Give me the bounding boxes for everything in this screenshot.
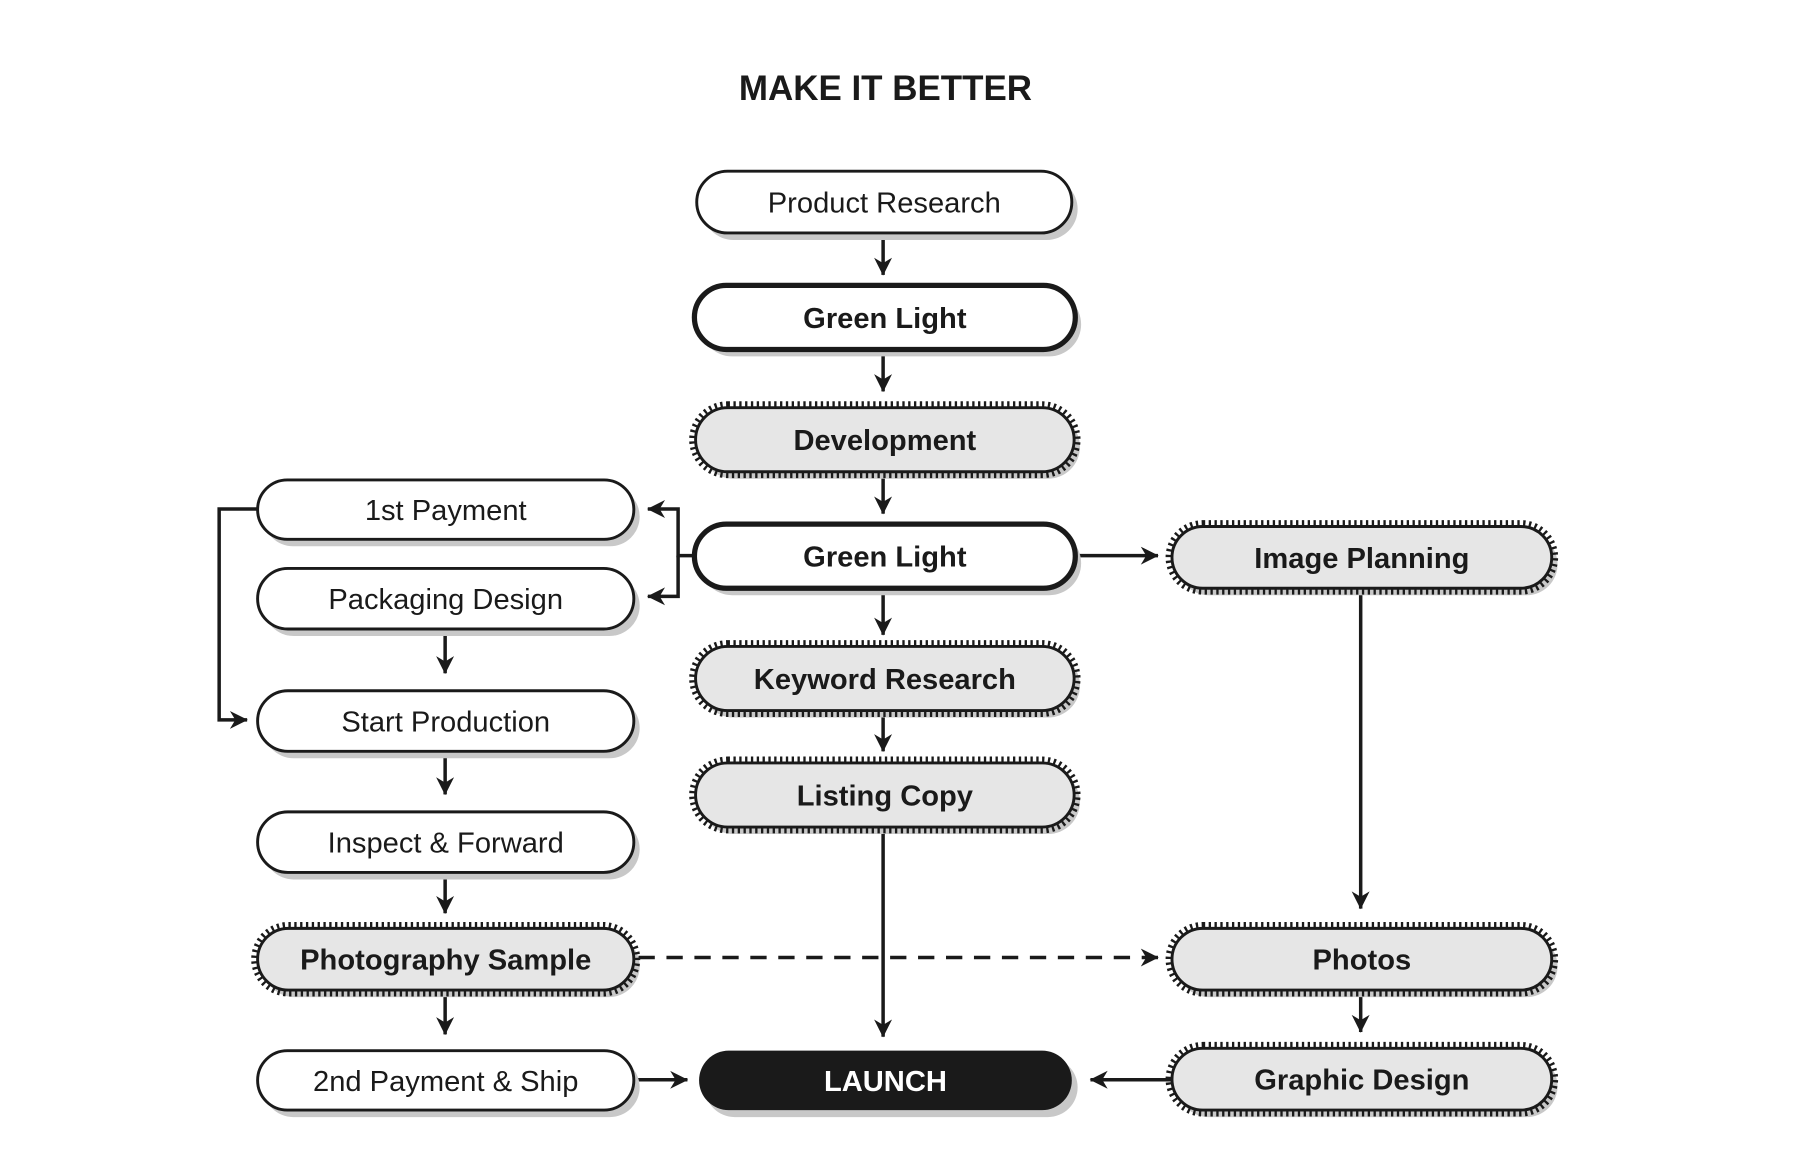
node-label: Keyword Research [754,664,1016,696]
node-keyword-research[interactable]: Keyword Research [689,640,1081,718]
arrow-green-light-to-first-payment [647,500,695,558]
node-first-payment[interactable]: 1st Payment [256,478,640,547]
node-second-payment[interactable]: 2nd Payment & Ship [256,1049,640,1118]
node-box [691,282,1078,353]
node-label: Image Planning [1254,543,1469,575]
node-box [695,169,1074,235]
node-box [256,810,636,874]
node-green-light-1[interactable]: Green Light [691,282,1082,357]
node-inspect-forward[interactable]: Inspect & Forward [256,810,640,880]
node-box [256,926,636,992]
edges [217,232,1370,1089]
node-product-research[interactable]: Product Research [695,169,1078,240]
hatch-border [1165,1041,1559,1117]
node-packaging-design[interactable]: Packaging Design [256,566,640,636]
node-label: Start Production [341,707,550,739]
node-box [256,1049,636,1112]
node-box [694,761,1076,829]
node-label: Development [793,425,976,457]
node-label: Product Research [768,188,1001,220]
node-label: Packaging Design [328,584,563,616]
node-box [256,689,636,753]
node-label: Inspect & Forward [328,828,564,860]
node-label: Photography Sample [300,945,591,977]
hatch-border [689,756,1081,834]
node-label: Listing Copy [797,780,974,812]
hatch-border [689,401,1081,479]
hatch-border [689,640,1081,717]
arrow-green-light-to-packaging-design [647,555,680,606]
node-box [691,521,1078,591]
node-box [256,566,636,631]
node-box [256,478,636,541]
node-box [1170,525,1554,590]
node-start-production[interactable]: Start Production [256,689,640,759]
hatch-border [251,921,641,997]
node-photos[interactable]: Photos [1165,921,1559,998]
node-box [694,645,1076,712]
node-box [1170,926,1554,992]
node-box [694,406,1076,474]
node-label: LAUNCH [824,1066,947,1098]
node-photography-sample[interactable]: Photography Sample [251,921,641,998]
node-green-light-2[interactable]: Green Light [691,521,1082,596]
node-label: Photos [1313,945,1412,977]
hatch-border [1165,520,1559,595]
hatch-border [1165,921,1559,997]
node-label: Green Light [803,542,967,574]
diagram-title: MAKE IT BETTER [739,69,1032,108]
node-development[interactable]: Development [689,401,1081,479]
node-image-planning[interactable]: Image Planning [1165,520,1559,596]
node-label: 1st Payment [365,495,527,527]
node-box [699,1050,1072,1111]
node-launch[interactable]: LAUNCH [699,1050,1078,1118]
node-graphic-design[interactable]: Graphic Design [1165,1041,1559,1118]
node-label: 2nd Payment & Ship [313,1066,578,1098]
node-label: Green Light [803,303,967,335]
node-box [1170,1046,1554,1112]
node-label: Graphic Design [1254,1065,1469,1097]
arrow-first-payment-to-start-production [217,507,258,729]
node-listing-copy[interactable]: Listing Copy [689,756,1081,835]
